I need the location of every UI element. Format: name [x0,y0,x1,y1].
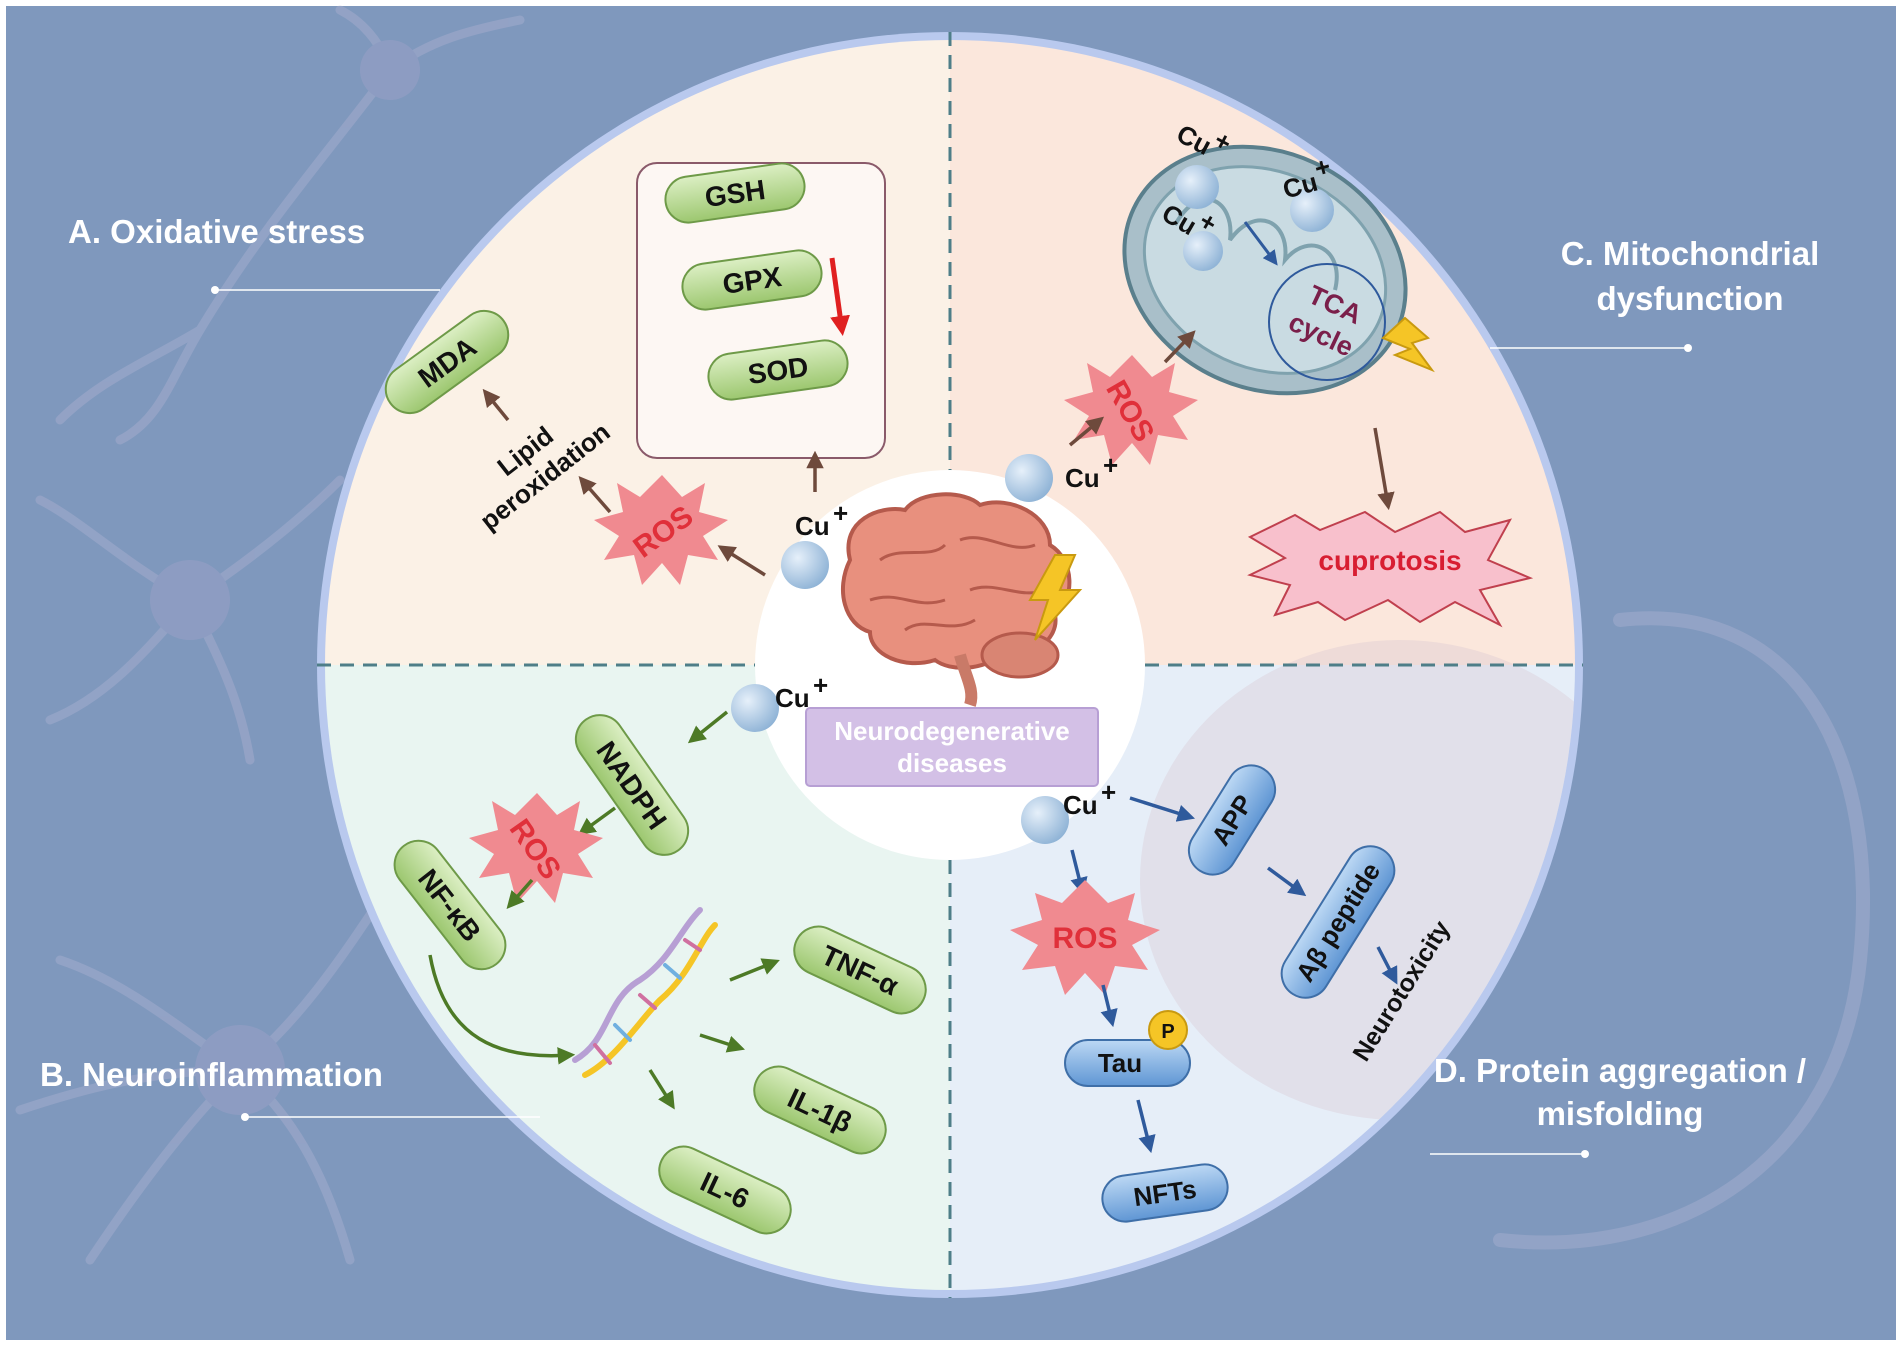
brain-icon [840,492,1072,707]
ros-star-d: ROS [1010,880,1160,995]
center-label-line2: diseases [897,748,1007,778]
lightning-mito-icon [1381,316,1435,373]
gsh-pill: GSH [664,162,806,224]
sod-pill: SOD [707,339,849,401]
arrow-dna-to-tnf [729,958,780,982]
cu-label-a: Cu + [795,498,848,541]
arrow-cu-to-ros-d [1070,849,1088,896]
nfts-pill: NFTs [1101,1163,1229,1223]
il-6-pill: IL-6 [658,1145,792,1235]
center-label: Neurodegenerative diseases [805,707,1099,787]
arrow-mito-to-cuprotosis [1373,427,1395,511]
svg-text:Tau: Tau [1098,1048,1142,1078]
phosphate-badge: P [1148,1010,1188,1050]
ros-star-b: ROS [469,793,603,903]
cu-ion-c-icon [1005,454,1053,502]
arrow-ros-to-nfkb [506,878,534,909]
mda-pill: MDA [384,309,510,415]
section-c-title-line1: C. Mitochondrial [1561,235,1820,272]
arrow-abeta-to-neurotoxicity [1376,946,1398,985]
svg-text:ROS: ROS [1052,922,1117,955]
cu-label-d: Cu + [1063,777,1116,820]
section-b-leader-dot [241,1113,249,1121]
section-d-leader-dot [1581,1150,1589,1158]
cuprotosis-label: cuprotosis [1318,545,1461,576]
svg-text:+: + [833,498,848,528]
cu-ion-d-icon [1021,796,1069,844]
neuron-decoration-icon [15,5,1870,1265]
tca-cycle-ring [1268,263,1386,381]
tau-pill: Tau [1064,1039,1191,1087]
gpx-pill: GPX [681,249,823,311]
arrow-cu-to-tca [1243,221,1278,266]
arrow-tau-to-nfts [1136,1099,1156,1154]
arrow-lipid-to-mda [482,388,510,422]
center-label-line1: Neurodegenerative [834,716,1070,746]
svg-text:+: + [813,670,828,700]
cu-ion-a-icon [781,541,829,589]
svg-text:+: + [1311,151,1333,184]
arrow-dna-to-il1b [699,1033,745,1053]
section-a-title: A. Oxidative stress [68,213,365,250]
section-c-leader-dot [1684,344,1692,352]
ros-star-c: ROS [1064,355,1198,465]
cuprotosis-burst: cuprotosis [1247,510,1534,628]
svg-text:Cu: Cu [795,511,830,541]
arrow-nfkb-to-dna [428,954,576,1065]
section-a-leader-dot [211,286,219,294]
arrow-cu-to-nadph [687,710,729,744]
section-d-title-line2: misfolding [1537,1095,1704,1132]
cu-ion-c1-icon [1175,165,1219,209]
cu-ion-c3-icon [1183,231,1223,271]
arrow-app-to-abeta [1266,866,1307,897]
arrow-cu-to-ros-a [717,545,766,577]
svg-text:+: + [1103,450,1118,480]
svg-text:Cu: Cu [1063,790,1098,820]
lightning-icon [1028,554,1083,641]
svg-text:Cu: Cu [1065,463,1100,493]
cu-ion-c2-icon [1290,188,1334,232]
arrow-dna-to-il6 [648,1069,675,1110]
decrease-arrow [829,257,850,336]
arrow-nadph-to-ros [577,806,617,836]
cu-label-b: Cu + [775,670,828,713]
arrow-ros-to-mito [1163,330,1196,364]
arrow-ros-to-lipid [578,476,612,514]
svg-text:P: P [1161,1021,1174,1043]
svg-text:+: + [1101,777,1116,807]
section-b-title: B. Neuroinflammation [40,1056,383,1093]
cu-label-c: Cu + [1065,450,1118,493]
ros-star-a: ROS [594,475,728,585]
arrow-cu-to-app [1129,796,1196,822]
svg-text:Cu: Cu [775,683,810,713]
dna-icon [572,907,718,1078]
cu-ion-b-icon [731,684,779,732]
section-d-title-line1: D. Protein aggregation / [1434,1052,1806,1089]
arrow-cu-to-ros-c [1068,416,1105,447]
arrow-ros-to-tau [1100,984,1118,1028]
section-c-title-line2: dysfunction [1597,280,1784,317]
